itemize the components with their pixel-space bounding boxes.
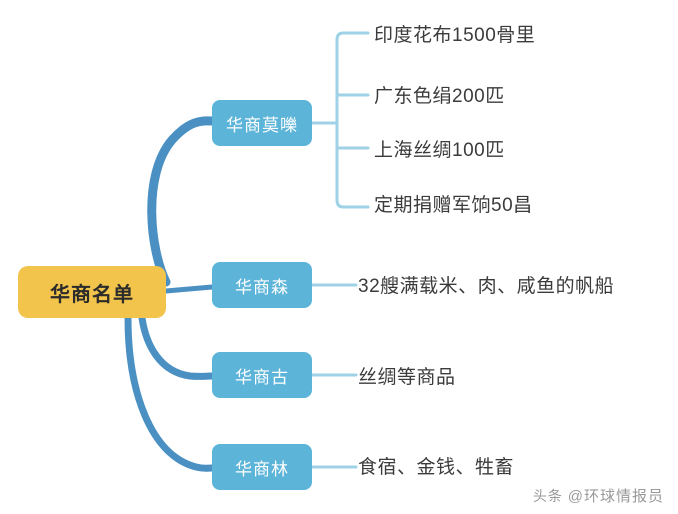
leaf-branch-3-item-1: 丝绸等商品 — [358, 367, 456, 388]
subconnector-branch-1-spine — [335, 31, 352, 209]
branch-node-2-label: 华商森 — [235, 277, 289, 297]
connector-root-to-branch-4 — [124, 314, 216, 472]
branch-node-1[interactable]: 华商莫嚛 — [212, 100, 312, 146]
leaf-branch-1-item-2: 广东色绢200匹 — [374, 86, 505, 107]
root-node[interactable]: 华商名单 — [18, 266, 166, 318]
connector-root-to-branch-2 — [163, 284, 215, 294]
leaf-branch-4-item-1: 食宿、金钱、牲畜 — [358, 457, 515, 478]
watermark-platform: 头条 — [532, 488, 563, 504]
root-node-label: 华商名单 — [50, 283, 134, 306]
branch-node-4-label: 华商林 — [235, 459, 289, 479]
branch-node-3[interactable]: 华商古 — [212, 352, 312, 398]
branch-node-1-label: 华商莫嚛 — [226, 115, 298, 135]
watermark: 头条 @环球情报员 — [533, 485, 664, 506]
watermark-handle: @环球情报员 — [567, 488, 664, 505]
leaf-branch-2-item-1: 32艘满载米、肉、咸鱼的帆船 — [358, 276, 615, 297]
connector-root-to-branch-3 — [138, 314, 216, 380]
connector-root-to-branch-1 — [147, 116, 217, 287]
leaf-branch-1-item-3: 上海丝绸100匹 — [374, 140, 505, 161]
branch-node-3-label: 华商古 — [235, 367, 289, 387]
branch-node-4[interactable]: 华商林 — [212, 444, 312, 490]
leaf-branch-1-item-1: 印度花布1500骨里 — [374, 25, 536, 46]
branch-node-2[interactable]: 华商森 — [212, 262, 312, 308]
leaf-branch-1-item-4: 定期捐赠军饷50昌 — [374, 195, 533, 216]
